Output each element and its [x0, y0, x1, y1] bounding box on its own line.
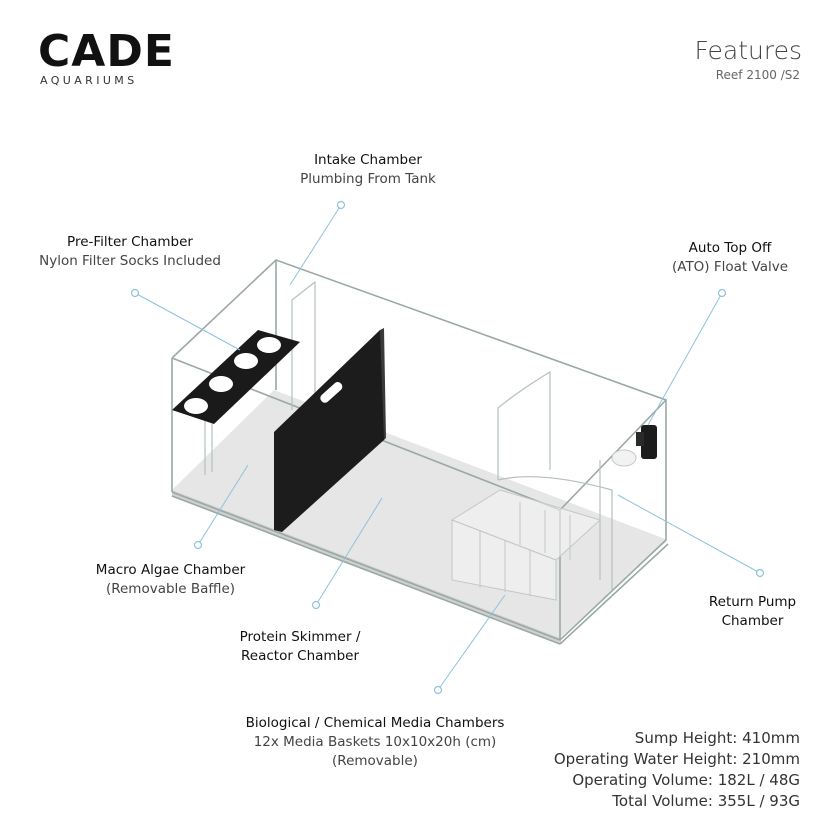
- label-auto-top-off: Auto Top Off (ATO) Float Valve: [640, 239, 820, 277]
- label-prefilter-sub: Nylon Filter Socks Included: [39, 253, 221, 269]
- label-macro-sub: (Removable Baffle): [105, 581, 236, 597]
- spec-total-volume: Total Volume: 355L / 93G: [612, 792, 800, 810]
- leader-dots: [130, 200, 765, 695]
- media-baskets: [450, 489, 601, 601]
- label-prefilter-chamber: Pre-Filter Chamber Nylon Filter Socks In…: [20, 233, 240, 271]
- glass-edges: [171, 259, 669, 645]
- label-return-title: Return Pump: [708, 594, 797, 610]
- label-bio-sub2: (Removable): [332, 753, 418, 769]
- intake-panel: [204, 280, 316, 475]
- label-return-sub: Chamber: [721, 613, 784, 629]
- label-return-pump-chamber: Return Pump Chamber: [680, 593, 825, 631]
- label-protein-skimmer: Protein Skimmer / Reactor Chamber: [210, 628, 390, 666]
- ato-float-valve: [611, 425, 657, 467]
- model-name: Reef 2100 /S2: [715, 68, 800, 82]
- brand-subtitle: AQUARIUMS: [40, 74, 138, 87]
- label-ato-sub: (ATO) Float Valve: [671, 259, 789, 275]
- spec-sump-height: Sump Height: 410mm: [634, 729, 800, 747]
- label-bio-title: Biological / Chemical Media Chambers: [245, 715, 505, 731]
- page-title: Features: [694, 36, 803, 65]
- label-intake-chamber: Intake Chamber Plumbing From Tank: [268, 151, 468, 189]
- label-skimmer-title: Protein Skimmer /: [239, 629, 361, 645]
- brand-logo: CADE: [38, 26, 175, 77]
- removable-baffle: [274, 328, 386, 532]
- label-macro-title: Macro Algae Chamber: [95, 562, 246, 578]
- label-skimmer-sub: Reactor Chamber: [241, 648, 359, 664]
- label-intake-title: Intake Chamber: [314, 152, 422, 168]
- filter-sock-holder: [172, 330, 300, 424]
- leader-lines: [134, 204, 761, 691]
- label-prefilter-title: Pre-Filter Chamber: [67, 234, 193, 250]
- spec-operating-volume: Operating Volume: 182L / 48G: [572, 771, 800, 789]
- label-media-chambers: Biological / Chemical Media Chambers 12x…: [225, 714, 525, 771]
- label-ato-title: Auto Top Off: [688, 240, 772, 256]
- spec-water-height: Operating Water Height: 210mm: [553, 750, 800, 768]
- label-macro-algae-chamber: Macro Algae Chamber (Removable Baffle): [78, 561, 263, 599]
- specs-list: Sump Height: 410mm Operating Water Heigh…: [554, 728, 800, 812]
- label-bio-sub: 12x Media Baskets 10x10x20h (cm): [253, 734, 497, 750]
- sump-floor: [172, 390, 668, 638]
- label-intake-sub: Plumbing From Tank: [300, 171, 436, 187]
